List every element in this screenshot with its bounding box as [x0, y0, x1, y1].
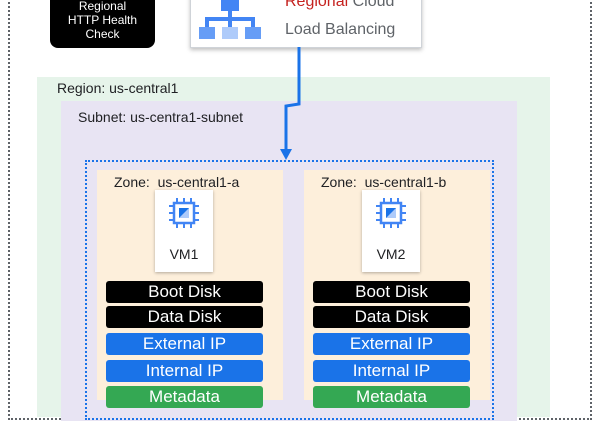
vm1-data-disk: Data Disk [106, 306, 263, 328]
vm1-metadata: Metadata [106, 386, 263, 408]
vm1-boot-disk: Boot Disk [106, 281, 263, 303]
vm1-internal-ip: Internal IP [106, 360, 263, 382]
vm2-external-ip: External IP [313, 333, 470, 355]
load-balancer-icon [199, 0, 261, 39]
load-balancer-title: Regional Cloud [285, 0, 394, 11]
region-label: Region: us-central1 [57, 80, 179, 96]
load-balancer-word-cloud: Cloud [352, 0, 395, 10]
zone-b-label: Zone: us-central1-b [321, 174, 447, 190]
compute-engine-icon [169, 198, 199, 228]
subnet-label: Subnet: us-centra1-subnet [78, 109, 243, 125]
health-check-line-3: Check [85, 27, 120, 41]
vm1-external-ip: External IP [106, 333, 263, 355]
vm1-label: VM1 [169, 246, 199, 262]
load-balancer-box: Regional Cloud Load Balancing [190, 0, 422, 48]
load-balancer-word-regional: Regional [285, 0, 349, 10]
vm2-data-disk: Data Disk [313, 306, 470, 328]
health-check-line-1: Regional [78, 0, 127, 13]
zone-a-label: Zone: us-central1-a [114, 174, 240, 190]
vm2-label: VM2 [376, 246, 406, 262]
vm1-card: VM1 [155, 190, 213, 272]
vm2-metadata: Metadata [313, 386, 470, 408]
health-check-box: Regional HTTP Health Check [50, 0, 155, 48]
compute-engine-icon [376, 198, 406, 228]
health-check-line-2: HTTP Health [67, 13, 138, 27]
vm2-card: VM2 [362, 190, 420, 272]
load-balancer-subtitle: Load Balancing [285, 21, 396, 38]
vm2-internal-ip: Internal IP [313, 360, 470, 382]
vm2-boot-disk: Boot Disk [313, 281, 470, 303]
